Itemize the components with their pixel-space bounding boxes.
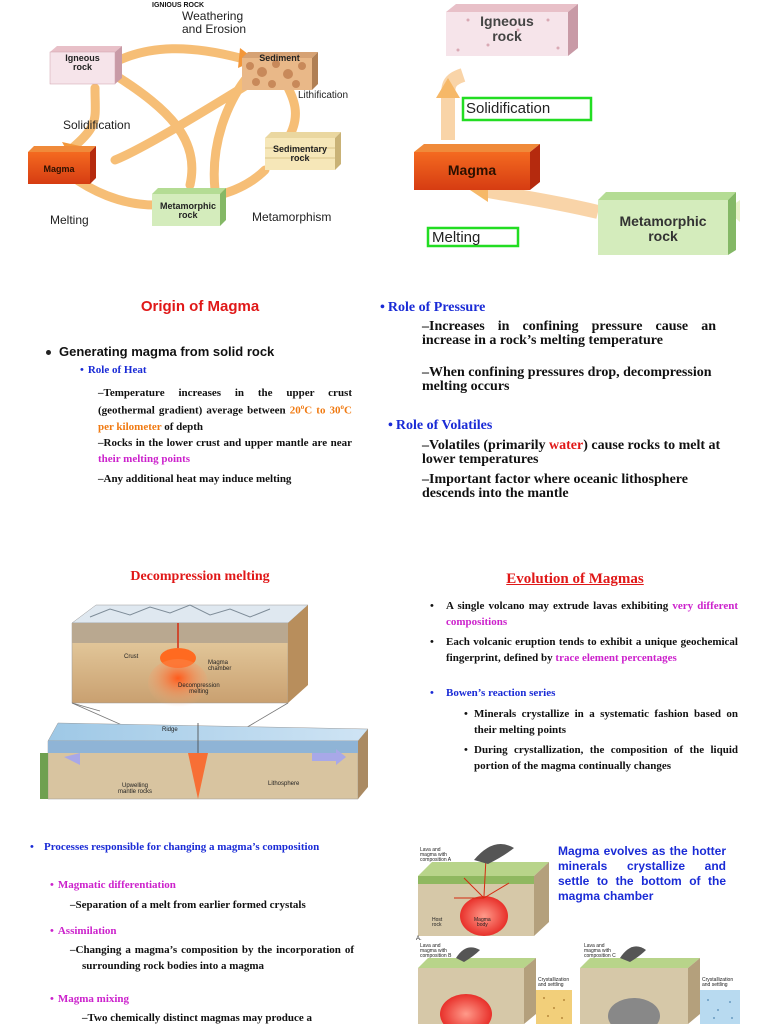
- magma-box: [28, 146, 96, 184]
- label-crystallization-1: Crystallization and settling: [538, 977, 570, 988]
- label-magma-chamber: Magma chamber: [208, 660, 232, 672]
- slide-rock-cycle-zoom: Igneous rock Solidification Magma Metamo…: [408, 0, 748, 255]
- label-sedimentary: Sedimentary rock: [272, 144, 328, 164]
- label-metamorphism: Metamorphism: [252, 210, 332, 224]
- metamorphic-rock-box: [152, 188, 226, 226]
- slide3-sub-heading: •Role of Heat: [80, 364, 147, 376]
- slide3-item-1: –Temperature increases in the upper crus…: [98, 387, 352, 433]
- label-igneous: Igneous rock: [65, 53, 100, 73]
- label-lithification: Lithification: [298, 90, 349, 101]
- slide6-sub-1: • Minerals crystallize in a systematic f…: [464, 708, 738, 736]
- label-upwelling: Upwelling mantle rocks: [118, 783, 153, 795]
- label-crystallization-2: Crystallization and settling: [702, 977, 734, 988]
- label-lava-c: Lava and magma with composition C: [584, 943, 616, 959]
- label-lava-a: Lava and magma with composition A: [420, 847, 452, 863]
- slide3-title: Origin of Magma: [140, 298, 260, 315]
- volatiles-item-1: –Volatiles (primarily water) cause rocks…: [422, 438, 721, 467]
- label-solidification: Solidification: [63, 118, 131, 132]
- bullet-dot: [46, 350, 51, 356]
- slide8-caption: Magma evolves as the hotter minerals cry…: [558, 844, 726, 903]
- sedimentary-rock-box: [265, 132, 341, 170]
- zoom-magma-box: [414, 144, 540, 190]
- slide3-item-3: –Any additional heat may induce melting: [98, 473, 292, 485]
- label-crust: Crust: [124, 654, 139, 660]
- highlight-melting: [426, 226, 520, 248]
- main-bullet-text: Generating magma from solid rock: [59, 344, 275, 359]
- slide7-h1: •Magmatic differentiation: [50, 879, 176, 891]
- pressure-heading: •Role of Pressure: [380, 300, 486, 315]
- zoom-metamorphic-box: [598, 192, 736, 255]
- label-host-rock: Host rock: [432, 917, 443, 928]
- label-lithosphere: Lithosphere: [268, 781, 300, 787]
- label-decompression: Decompression melting: [178, 683, 220, 695]
- slide6-sub-2: • During crystallization, the compositio…: [464, 744, 738, 772]
- zoom-diagram: [414, 4, 740, 255]
- slide7-h3: •Magma mixing: [50, 993, 130, 1005]
- slide5-title: Decompression melting: [130, 569, 270, 584]
- slide7-i2: –Changing a magma’s composition by the i…: [70, 944, 354, 972]
- decompression-diagram: [40, 604, 369, 800]
- label-magma: Magma: [43, 164, 75, 174]
- label-a: A.: [416, 936, 422, 942]
- slide7-main: • Processes responsible for changing a m…: [30, 841, 320, 853]
- slide7-i1: –Separation of a melt from earlier forme…: [70, 899, 306, 911]
- label-lava-b: Lava and magma with composition B: [420, 943, 452, 959]
- zoom-label-solidification: Solidification: [466, 100, 551, 117]
- slide-magma-evolves: Magma evolves as the hotter minerals cry…: [414, 838, 754, 1024]
- slide3-main-bullet: Generating magma from solid rock: [46, 344, 274, 359]
- zoom-label-magma: Magma: [447, 162, 497, 178]
- pressure-item-2: –When confining pressures drop, decompre…: [422, 365, 712, 394]
- label-magma-body: Magma body: [474, 917, 491, 928]
- zoom-igneous-box: [446, 4, 578, 56]
- label-metamorphic: Metamorphic rock: [159, 201, 216, 221]
- slide7-h2: •Assimilation: [50, 925, 117, 937]
- label-melting: Melting: [50, 213, 89, 227]
- slide6-bullet-1: • A single volcano may extrude lavas exh…: [430, 600, 738, 628]
- slide6-bullet-2: • Each volcanic eruption tends to exhibi…: [430, 636, 738, 664]
- role-of-heat: Role of Heat: [87, 364, 147, 376]
- sediment-box: [242, 52, 318, 90]
- arrow-up: [436, 78, 460, 98]
- zoom-label-igneous: Igneous rock: [480, 13, 534, 44]
- plate-arrow-right: [312, 749, 346, 765]
- zoom-label-metamorphic: Metamorphic rock: [619, 213, 707, 244]
- rock-cycle-diagram: [28, 44, 341, 226]
- label-ridge: Ridge: [162, 727, 178, 733]
- label-sediment: Sediment: [259, 53, 300, 63]
- highlight-solidification: [461, 96, 593, 122]
- slide6-bullet-3: • Bowen’s reaction series: [430, 687, 556, 699]
- slide-processes: • Processes responsible for changing a m…: [26, 838, 360, 1024]
- slide6-title: Evolution of Magmas: [506, 571, 644, 587]
- volatiles-heading: •Role of Volatiles: [388, 418, 493, 433]
- pressure-item-1: –Increases in confining pressure cause a…: [422, 319, 716, 348]
- slide-evolution-of-magmas: Evolution of Magmas • A single volcano m…: [420, 565, 750, 790]
- plate-arrow-left: [64, 753, 80, 765]
- slide7-i3: –Two chemically distinct magmas may prod…: [82, 1012, 312, 1024]
- slide-decompression-melting: Decompression melting: [40, 565, 370, 805]
- slide-pressure-volatiles: •Role of Pressure –Increases in confinin…: [380, 298, 750, 508]
- slide3-item-2: –Rocks in the lower crust and upper mant…: [98, 437, 352, 465]
- slide1-header: IGNIOUS ROCK: [152, 2, 205, 9]
- volatiles-item-2: –Important factor where oceanic lithosph…: [422, 472, 688, 501]
- igneous-rock-box: [49, 46, 122, 85]
- zoom-label-melting: Melting: [432, 229, 481, 246]
- slide-origin-of-magma: Origin of Magma Generating magma from so…: [40, 298, 360, 498]
- label-weathering: Weathering and Erosion: [182, 9, 247, 37]
- slide-rock-cycle: IGNIOUS ROCK: [20, 0, 360, 245]
- magma-chamber-diagram: [418, 844, 740, 1024]
